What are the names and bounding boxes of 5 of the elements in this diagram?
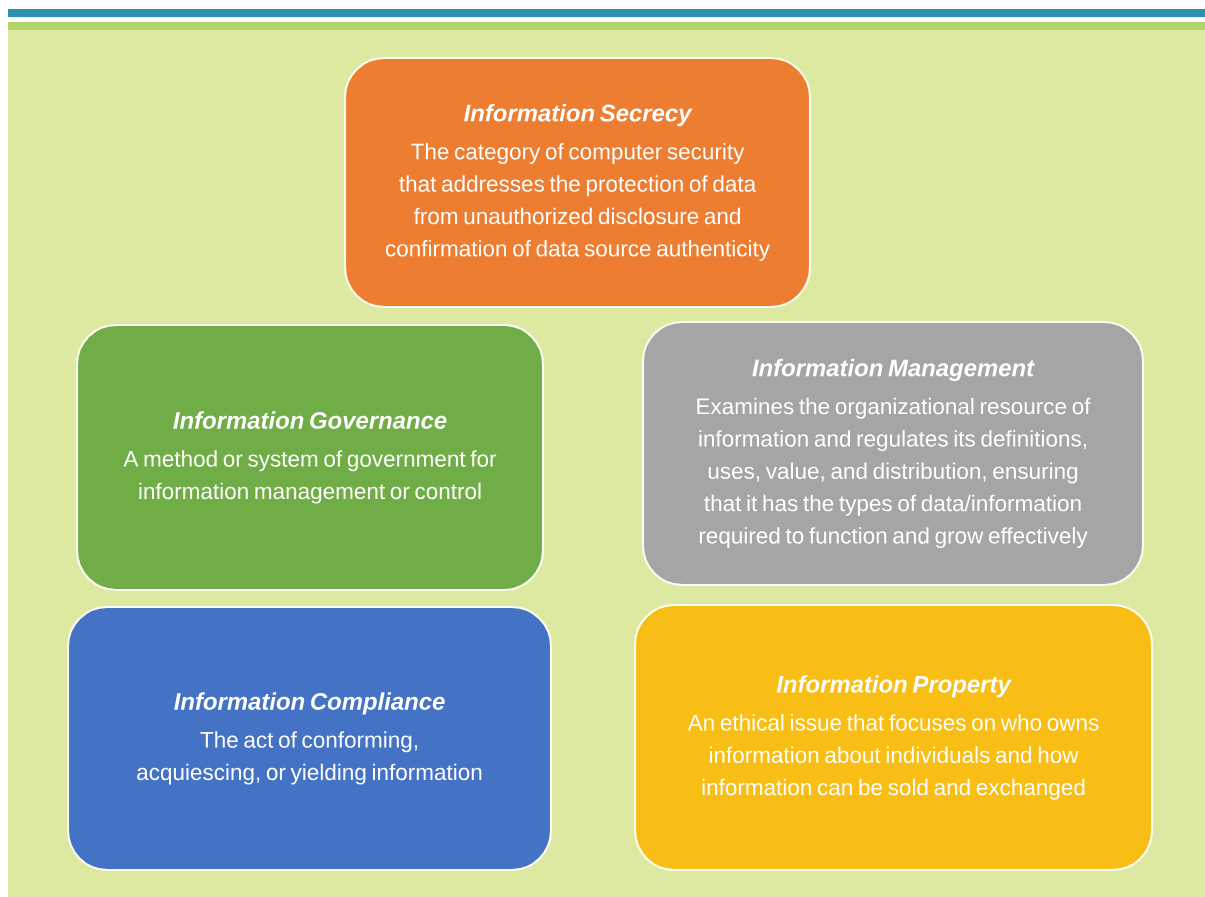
info-box: Information Compliance The act of conforming, acquiescing, or yielding information — [66, 605, 553, 872]
info-box: Information Secrecy The category of computer security that addresses the protection of data from unauthorized disclosure and confirmation of data source authenticity — [343, 56, 812, 309]
info-box: Information Governance A method or system of government for information management or control — [75, 323, 545, 592]
info-box: Information Property An ethical issue that focuses on who owns information about individuals and how information can be sold and exchanged — [633, 603, 1154, 872]
info-box: Information Management Examines the organizational resource of information and regulates its definitions, uses, value, and distribution, ensuring that it has the types of data/information required to function and grow effectively — [641, 320, 1145, 587]
